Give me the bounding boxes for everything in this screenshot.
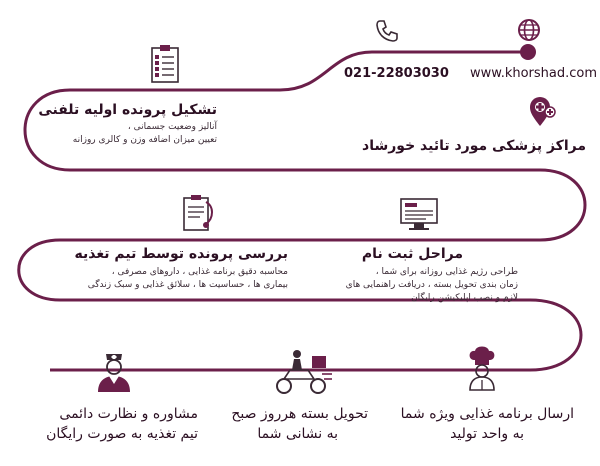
chef-icon [466,344,498,396]
step-registration-line-2: زمان بندی تحویل بسته ، دریافت راهنمایی ه… [345,280,518,290]
phone-number[interactable]: 021-22803030 [344,66,449,81]
step-consult-line-2: تیم تغذیه به صورت رایگان [46,426,198,442]
step-phone-file-line-2: تعیین میزان اضافه وزن و کالری روزانه [72,135,217,145]
nurse-icon [94,348,134,398]
step-delivery-line-1: تحویل بسته هرروز صبح [231,406,368,422]
location-plus-icon [528,96,556,132]
medical-record-icon [178,192,218,238]
step-phone-file-line-1: آنالیز وضعیت جسمانی ، [127,122,217,132]
phone-icon [374,18,400,48]
website-link[interactable]: www.khorshad.com [470,66,598,81]
step-consult-line-1: مشاوره و نظارت دائمی [59,406,198,422]
step-send-plan-line-1: ارسال برنامه غذایی ویژه شما [400,406,574,422]
delivery-scooter-icon [270,346,334,400]
step-medical-centers-title: مراکز پزشکی مورد تائید خورشاد [362,138,586,154]
step-send-plan-line-2: به واحد تولید [450,426,524,442]
step-registration-line-1: طراحی رژیم غذایی روزانه برای شما ، [375,267,518,277]
path-start-dot [520,44,536,60]
computer-form-icon [398,196,440,238]
step-delivery-line-2: به نشانی شما [257,426,338,442]
step-registration-line-3: لازم و نصب اپلیکیشن رایگان [411,293,518,303]
step-registration-title: مراحل ثبت نام [361,246,463,262]
globe-icon [517,18,541,46]
step-review-line-2: بیماری ها ، حساسیت ها ، سلائق غذایی و سب… [87,280,288,290]
step-review-line-1: محاسبه دقیق برنامه غذایی ، داروهای مصرفی… [111,267,288,277]
step-phone-file-title: تشکیل پرونده اولیه تلفنی [38,102,217,118]
checklist-icon [148,44,184,90]
step-review-title: بررسی پرونده توسط تیم تغذیه [74,246,288,262]
